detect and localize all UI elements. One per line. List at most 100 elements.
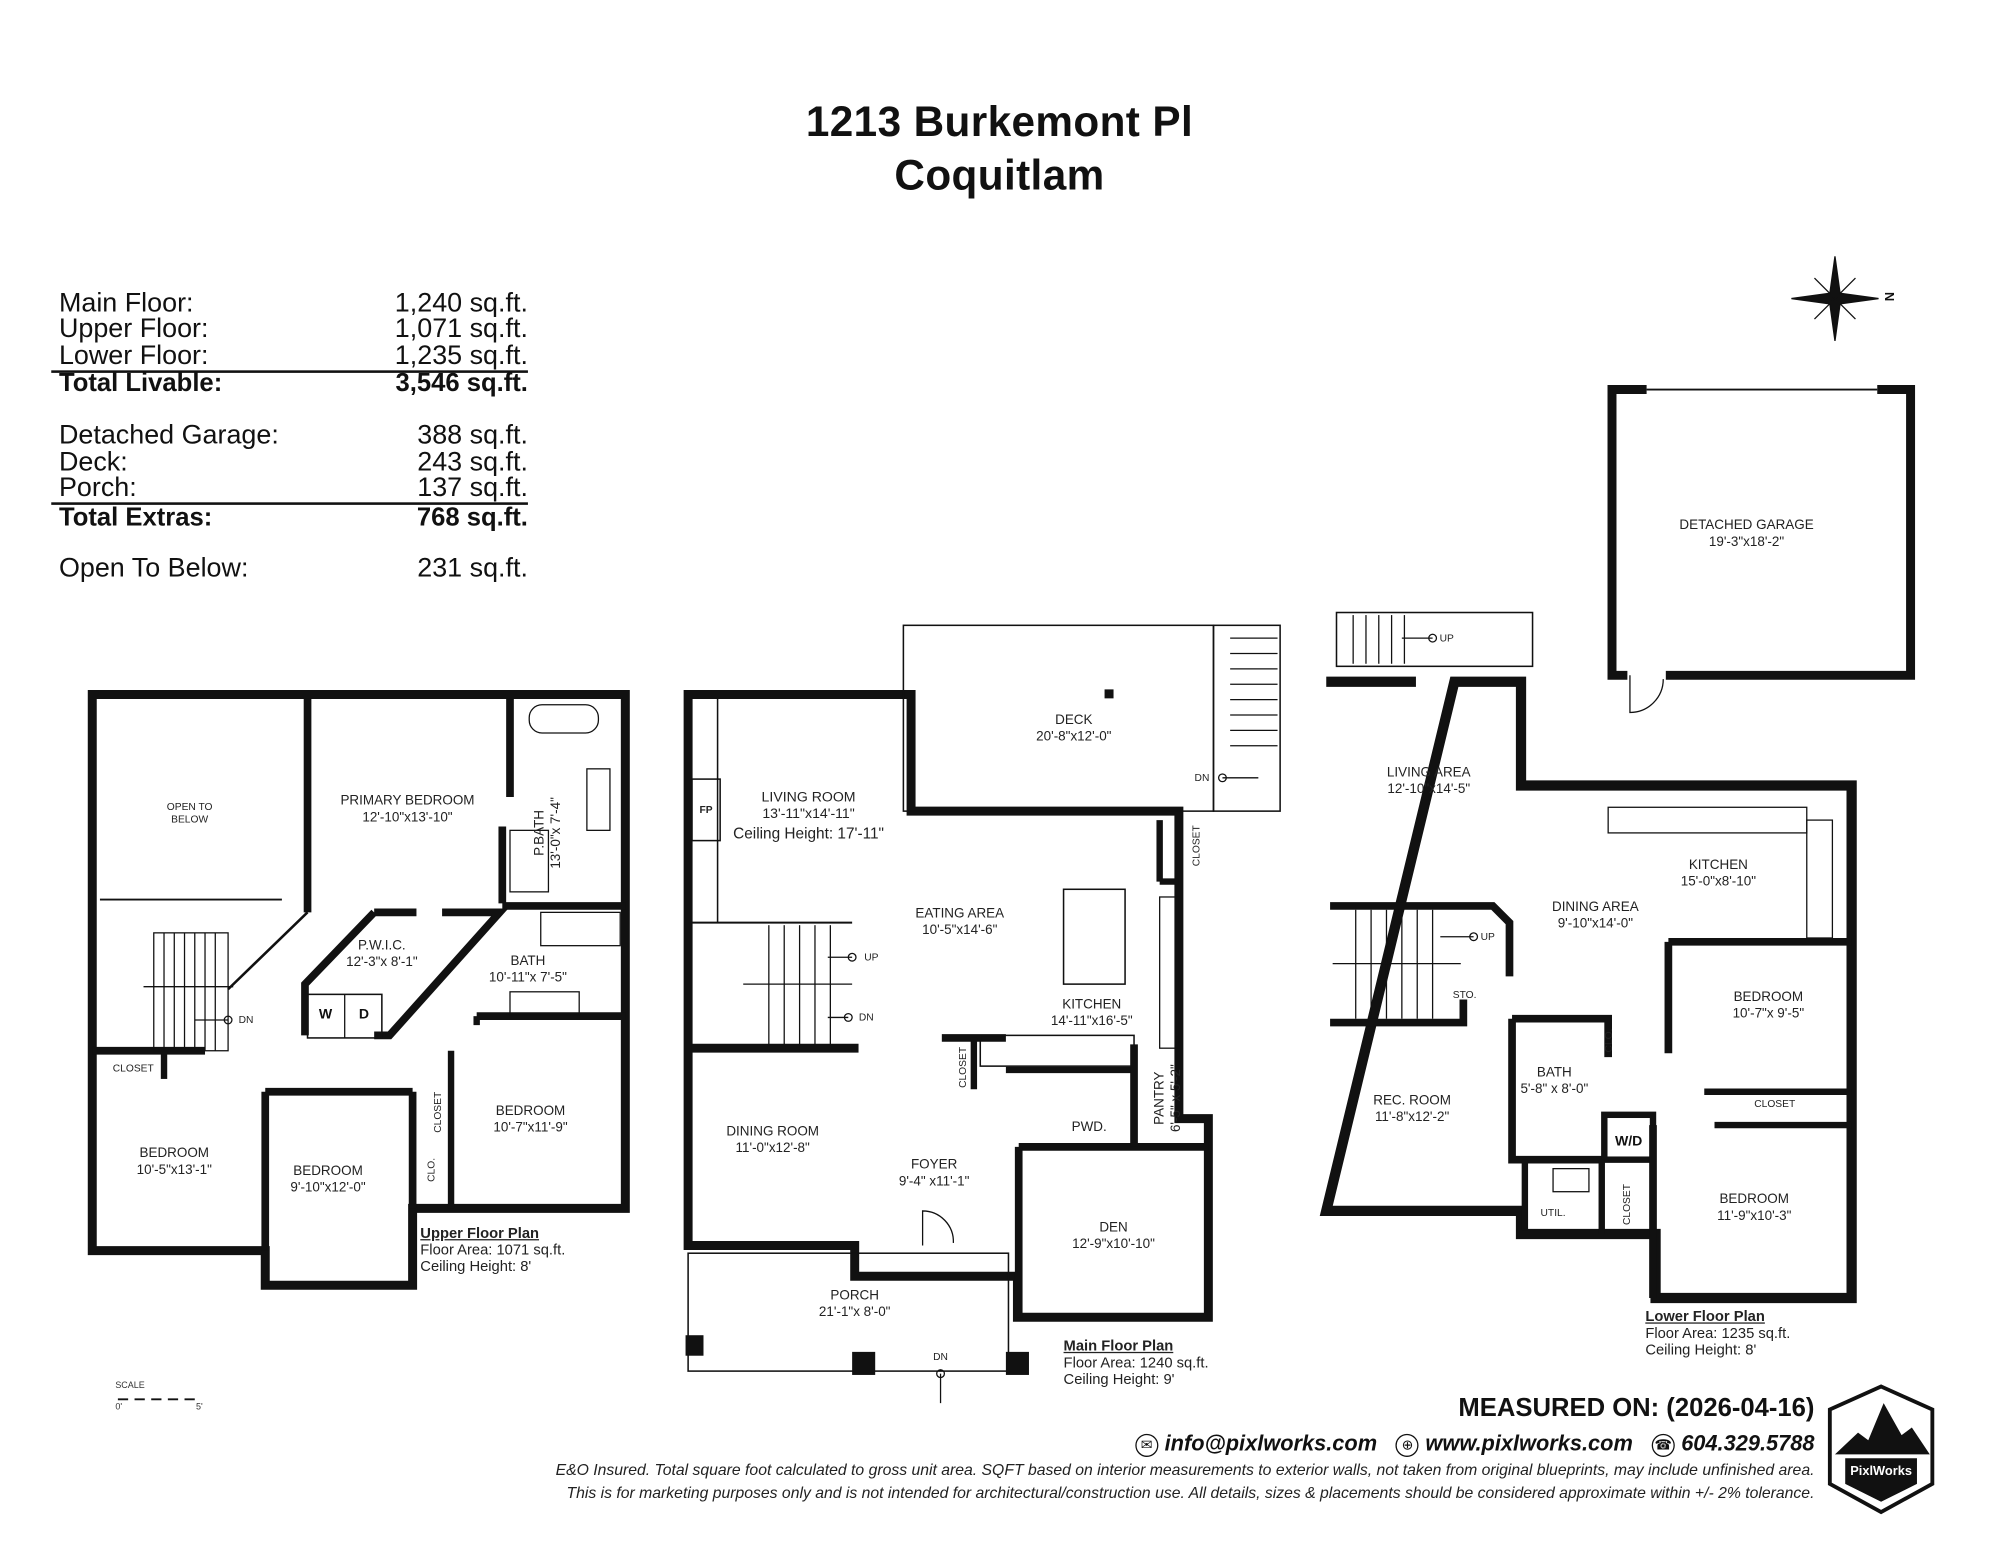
room-name: CLOSET [112, 1062, 154, 1074]
stat-detached-garage: Detached Garage:388 sq.ft. [59, 420, 528, 450]
stat-value: 1,235 sq.ft. [394, 340, 528, 371]
stat-value: 1,071 sq.ft. [394, 313, 528, 344]
stat-label: Deck: [58, 447, 128, 477]
room-name: CLOSET [1620, 1184, 1633, 1226]
room-dims: 10'-11"x 7'-5" [488, 970, 567, 986]
room-name: BEDROOM [293, 1163, 363, 1179]
fireplace-label: FP [699, 804, 713, 816]
room-dims: 11'-0"x12'-8" [735, 1140, 810, 1156]
contact-info: ✉info@pixlworks.com ⊕www.pixlworks.com ☎… [1122, 1431, 1814, 1457]
stair-up-marker: UP [864, 951, 879, 963]
logo-wordmark: PixlWorks [1850, 1464, 1912, 1479]
stat-open-to-below: Open To Below:231 sq.ft. [59, 553, 528, 584]
room-dims: 10'-5"x14'-6" [922, 922, 998, 938]
room-dims: 9'-10"x14'-0" [1557, 916, 1633, 932]
dryer-label: D [358, 1007, 370, 1023]
city-title: Coquitlam [894, 151, 1105, 199]
main-stairs [743, 637, 1278, 1404]
room-dims: 9'-10"x12'-0" [290, 1180, 366, 1196]
stat-value: 231 sq.ft. [417, 553, 528, 584]
room-name: CLOSET [1190, 825, 1202, 867]
room-name: REC. ROOM [1373, 1093, 1451, 1109]
room-dims: 15'-0"x8'-10" [1680, 873, 1756, 890]
website-link[interactable]: www.pixlworks.com [1425, 1431, 1633, 1456]
room-closet: CLO. [425, 1158, 438, 1182]
room-dims: 9'-4" x11'-1" [898, 1173, 970, 1190]
room-dims: 13'-0"x 7'-4" [548, 797, 564, 869]
room-dims: 12'-10"x14'-5" [1387, 781, 1471, 798]
measured-on-date: MEASURED ON: (2026-04-16) [1458, 1394, 1815, 1423]
disclaimer-line-2: This is for marketing purposes only and … [566, 1483, 1815, 1502]
room-open-to-below: OPEN TO BELOW [158, 801, 222, 827]
room-dims: 12'-10"x13'-10" [362, 809, 453, 826]
scale-start: 0' [115, 1403, 123, 1413]
room-closet: CLOSET [113, 1062, 154, 1075]
room-name: BEDROOM [495, 1103, 566, 1119]
room-name: CLOSET [1754, 1098, 1796, 1110]
north-label: N [1881, 292, 1896, 302]
porch-stair-down-marker: DN [933, 1351, 948, 1363]
stat-main-floor: Main Floor:1,240 sq.ft. [59, 289, 528, 318]
address-title: 1213 Burkemont Pl [805, 97, 1194, 145]
room-closet: CLO. [1603, 1029, 1616, 1053]
caption-title: Lower Floor Plan [1645, 1309, 1765, 1325]
pixlworks-logo [1827, 1384, 1935, 1515]
room-name: DECK [1055, 712, 1093, 728]
room-name: CLO. [1603, 1028, 1615, 1053]
room-closet: CLOSET [1754, 1098, 1795, 1111]
stat-deck: Deck: 243 sq.ft. [59, 448, 528, 476]
stat-label: Total Livable: [58, 369, 223, 398]
caption-area: Floor Area: 1071 sq.ft. [420, 1242, 566, 1259]
room-utility: UTIL. [1541, 1207, 1566, 1220]
caption-title: Main Floor Plan [1063, 1339, 1174, 1355]
room-name: PANTRY [1151, 1071, 1168, 1125]
washer-label: W [318, 1007, 333, 1023]
stat-value: 3,546 sq.ft. [395, 369, 528, 398]
upper-stairs [143, 932, 234, 1052]
stat-value: 388 sq.ft. [417, 420, 528, 450]
room-closet: CLOSET [1621, 1184, 1634, 1225]
scale-end: 5' [196, 1403, 203, 1413]
room-dims: 6'-5" x 5'-2" [1168, 1064, 1185, 1133]
room-name: P.BATH [531, 809, 548, 856]
room-name: LIVING AREA [1386, 764, 1471, 781]
room-powder-room: PWD. [1072, 1119, 1107, 1136]
email-link[interactable]: info@pixlworks.com [1164, 1431, 1378, 1456]
globe-icon: ⊕ [1395, 1433, 1420, 1457]
scale-label: SCALE [115, 1381, 145, 1391]
room-dims: 20'-8"x12'-0" [1036, 729, 1112, 745]
room-dims: 10'-5"x13'-1" [136, 1162, 212, 1178]
room-name: CLO. [425, 1157, 437, 1182]
caption-area: Floor Area: 1235 sq.ft. [1645, 1326, 1791, 1342]
room-dims: 13'-11"x14'-11" [762, 806, 855, 823]
stat-value: 243 sq.ft. [417, 447, 528, 477]
room-name: P.W.I.C. [358, 937, 406, 954]
room-name: OPEN TO BELOW [166, 800, 213, 826]
stat-lower-floor: Lower Floor:1,235 sq.ft. [59, 340, 528, 371]
caption-ceiling: Ceiling Height: 8' [420, 1259, 532, 1275]
stat-upper-floor: Upper Floor:1,071 sq.ft. [59, 315, 528, 343]
stair-up-marker: UP [1480, 930, 1495, 943]
room-name: PWD. [1071, 1119, 1107, 1135]
room-name: CLOSET [431, 1091, 444, 1133]
detached-garage-outline [1607, 385, 1916, 714]
phone-link[interactable]: 604.329.5788 [1681, 1431, 1815, 1456]
stat-value: 137 sq.ft. [417, 472, 528, 503]
lower-stairs [1332, 615, 1479, 1019]
room-name: DETACHED GARAGE [1679, 517, 1814, 534]
